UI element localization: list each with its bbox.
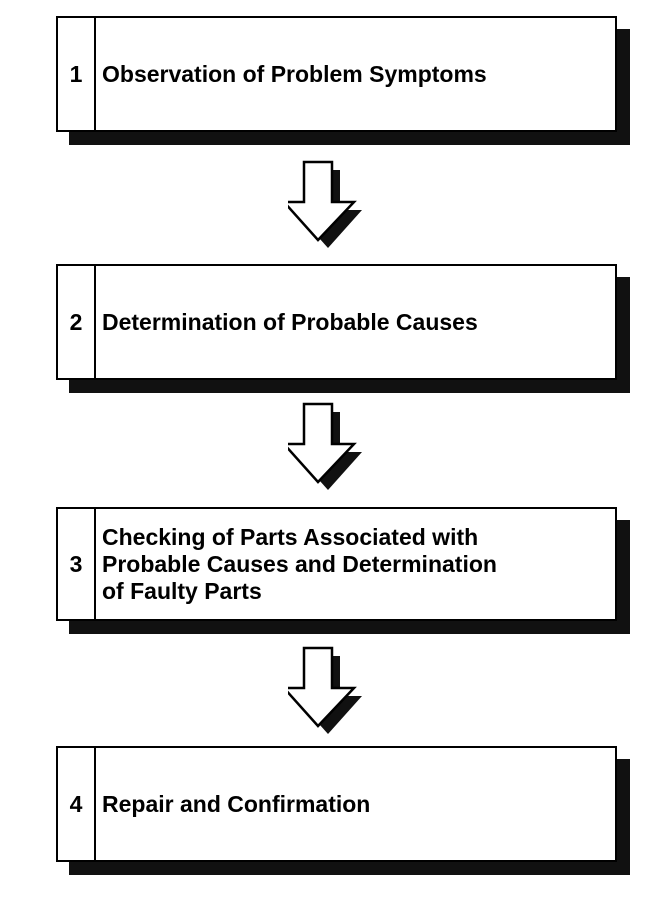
down-arrow-icon [288,402,362,490]
step-number: 4 [58,748,96,860]
step-label: Checking of Parts Associated with Probab… [96,509,615,619]
step-label: Repair and Confirmation [102,790,371,817]
step-box-2: 2 Determination of Probable Causes [56,264,617,380]
step-label-line: Checking of Parts Associated with [102,523,479,550]
step-number: 1 [58,18,96,130]
step-label: Determination of Probable Causes [102,308,478,335]
down-arrow-icon [288,646,362,734]
step-box-1: 1 Observation of Problem Symptoms [56,16,617,132]
down-arrow-icon [288,160,362,248]
step-label-line: of Faulty Parts [102,577,262,604]
step-box-4: 4 Repair and Confirmation [56,746,617,862]
step-box-3: 3 Checking of Parts Associated with Prob… [56,507,617,621]
step-number: 3 [58,509,96,619]
step-number: 2 [58,266,96,378]
step-label: Observation of Problem Symptoms [102,60,487,87]
step-label-line: Probable Causes and Determination [102,550,497,577]
